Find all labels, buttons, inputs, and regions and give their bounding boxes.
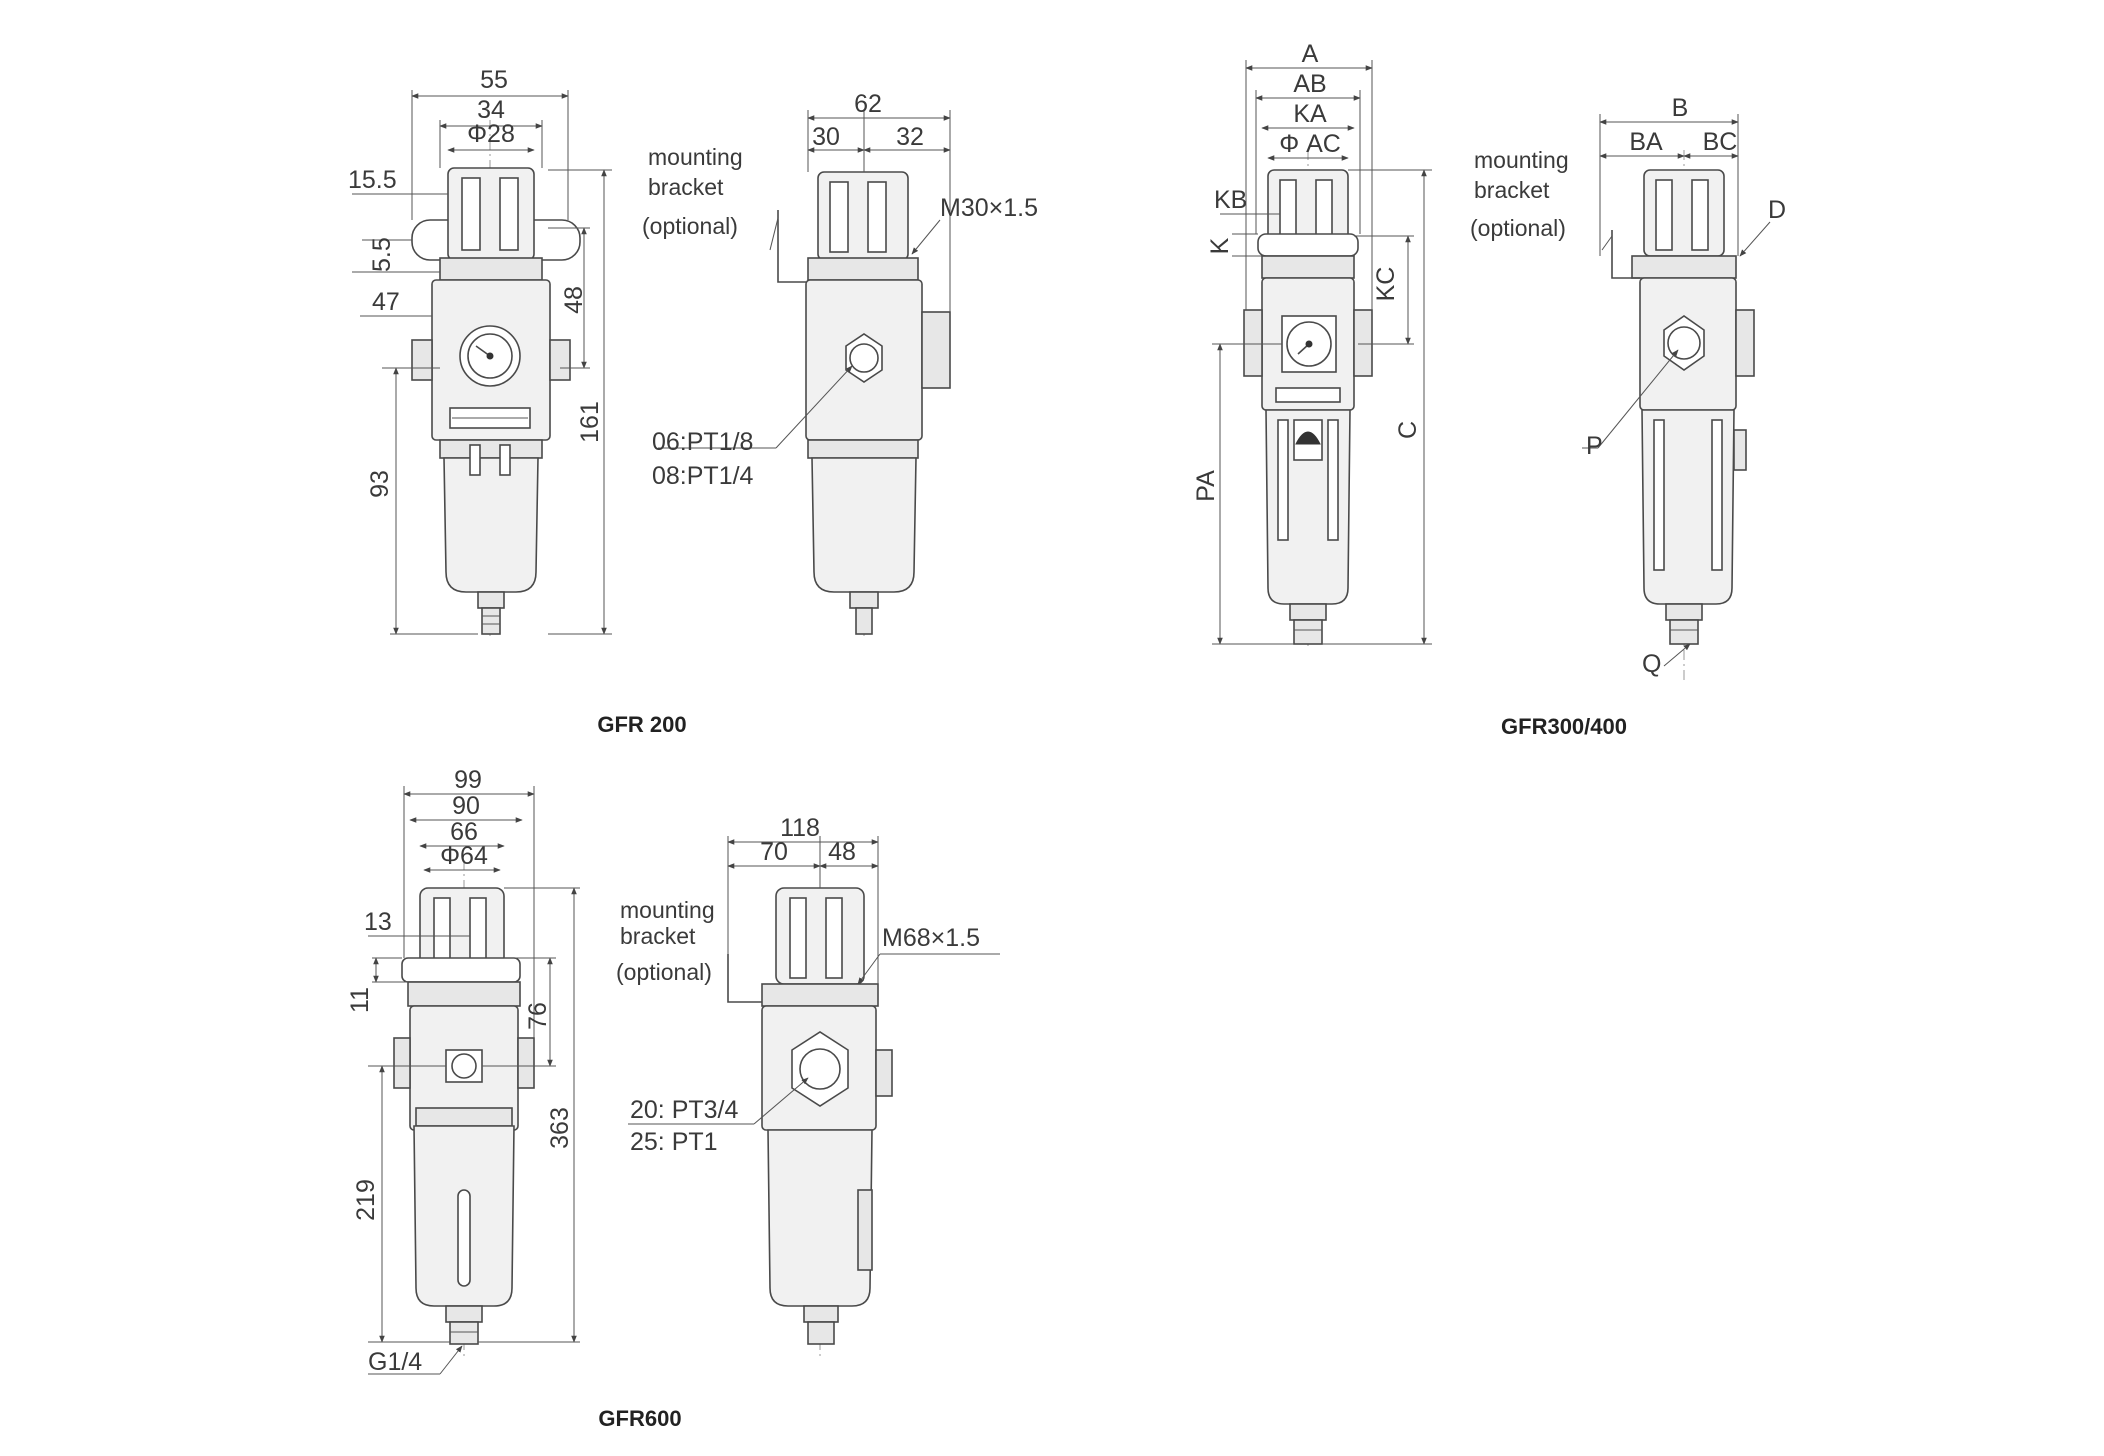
gfr600-dim-48: 48	[828, 838, 856, 866]
gfr300-bracket-note-1: mounting	[1474, 147, 1569, 173]
gfr600-dim-118: 118	[780, 814, 820, 842]
gfr200-dim-62: 62	[854, 90, 882, 118]
gfr600-bracket-note-2: bracket	[620, 923, 696, 949]
gfr200-front-view: 55 34 Φ28 15.5 5.5 47 48 161 93	[348, 66, 612, 640]
gfr200-bracket-note-1: mounting	[648, 144, 743, 170]
gfr600-dim-363: 363	[546, 1107, 574, 1149]
gfr300-dim-P: P	[1586, 432, 1603, 460]
gfr600-port-1: 20: PT3/4	[630, 1096, 738, 1124]
gfr300-400-front-view: A AB KA Φ AC KB K KC C PA	[1192, 40, 1432, 650]
gfr200-caption: GFR 200	[597, 712, 686, 737]
gfr200-dim-34: 34	[477, 96, 505, 124]
gfr300-dim-Q: Q	[1642, 650, 1661, 678]
gfr200-side-view: 62 30 32 M30×1.5 mounting bracket (optio…	[642, 90, 1038, 640]
gfr300-dim-BC: BC	[1703, 128, 1738, 156]
gfr300-dim-KB: KB	[1214, 186, 1247, 214]
gfr200-port-1: 06:PT1/8	[652, 428, 753, 456]
gfr600-dim-99: 99	[454, 766, 482, 794]
gfr300-dim-C: C	[1394, 421, 1422, 439]
gfr300-bracket-note-3: (optional)	[1470, 215, 1566, 241]
gfr600-dim-90: 90	[452, 792, 480, 820]
gfr600-dim-phi64: Φ64	[440, 842, 488, 870]
gfr600-port-2: 25: PT1	[630, 1128, 718, 1156]
gfr600-front-view: 99 90 66 Φ64 13 11 76 363 219 G1/4	[346, 766, 580, 1376]
gfr300-dim-PA: PA	[1192, 470, 1220, 502]
gfr300-dim-K: K	[1206, 237, 1234, 254]
gfr600-drain-thread: G1/4	[368, 1348, 422, 1376]
gfr600-bracket-note-3: (optional)	[616, 959, 712, 985]
gfr200-thread: M30×1.5	[940, 194, 1038, 222]
gfr200-dim-161: 161	[576, 401, 604, 443]
gfr600-dim-76: 76	[524, 1002, 552, 1030]
gfr200-drawing: 55 34 Φ28 15.5 5.5 47 48 161 93	[348, 66, 1038, 737]
gfr200-dim-5-5: 5.5	[368, 237, 396, 272]
gfr600-dim-70: 70	[760, 838, 788, 866]
gfr200-bracket-note-2: bracket	[648, 174, 724, 200]
gfr300-dim-AC: Φ AC	[1279, 130, 1341, 158]
gfr200-dim-55: 55	[480, 66, 508, 94]
gfr600-dim-66: 66	[450, 818, 478, 846]
gfr600-drawing: 99 90 66 Φ64 13 11 76 363 219 G1/4	[346, 766, 1000, 1431]
gfr300-dim-KC: KC	[1372, 267, 1400, 302]
gfr300-400-drawing: A AB KA Φ AC KB K KC C PA	[1192, 40, 1786, 739]
gfr300-400-caption: GFR300/400	[1501, 714, 1627, 739]
gfr200-dim-phi28: Φ28	[467, 120, 515, 148]
gfr200-dim-32: 32	[896, 123, 924, 151]
gfr200-dim-48: 48	[560, 286, 588, 314]
gfr300-dim-BA: BA	[1629, 128, 1663, 156]
gfr600-thread: M68×1.5	[882, 924, 980, 952]
gfr300-dim-KA: KA	[1293, 100, 1327, 128]
gfr600-dim-11: 11	[346, 987, 374, 1013]
gfr200-port-2: 08:PT1/4	[652, 462, 754, 490]
gfr200-dim-47: 47	[372, 288, 400, 316]
gfr300-bracket-note-2: bracket	[1474, 177, 1550, 203]
gfr600-bracket-note-1: mounting	[620, 897, 715, 923]
gfr300-dim-AB: AB	[1293, 70, 1326, 98]
gfr200-dim-30: 30	[812, 123, 840, 151]
gfr300-400-side-view: B BA BC D P Q mounting bracket (optional…	[1470, 94, 1786, 680]
gfr300-dim-A: A	[1302, 40, 1319, 68]
gfr300-dim-D: D	[1768, 196, 1786, 224]
gfr600-caption: GFR600	[598, 1406, 681, 1431]
gfr600-dim-13: 13	[364, 908, 392, 936]
gfr600-dim-219: 219	[352, 1179, 380, 1221]
gfr200-bracket-note-3: (optional)	[642, 213, 738, 239]
gfr200-dim-15-5: 15.5	[348, 166, 397, 194]
gfr600-side-view: 118 70 48 M68×1.5 mounting bracket (opti…	[616, 814, 1000, 1360]
gfr300-dim-B: B	[1672, 94, 1689, 122]
gfr200-dim-93: 93	[366, 470, 394, 498]
